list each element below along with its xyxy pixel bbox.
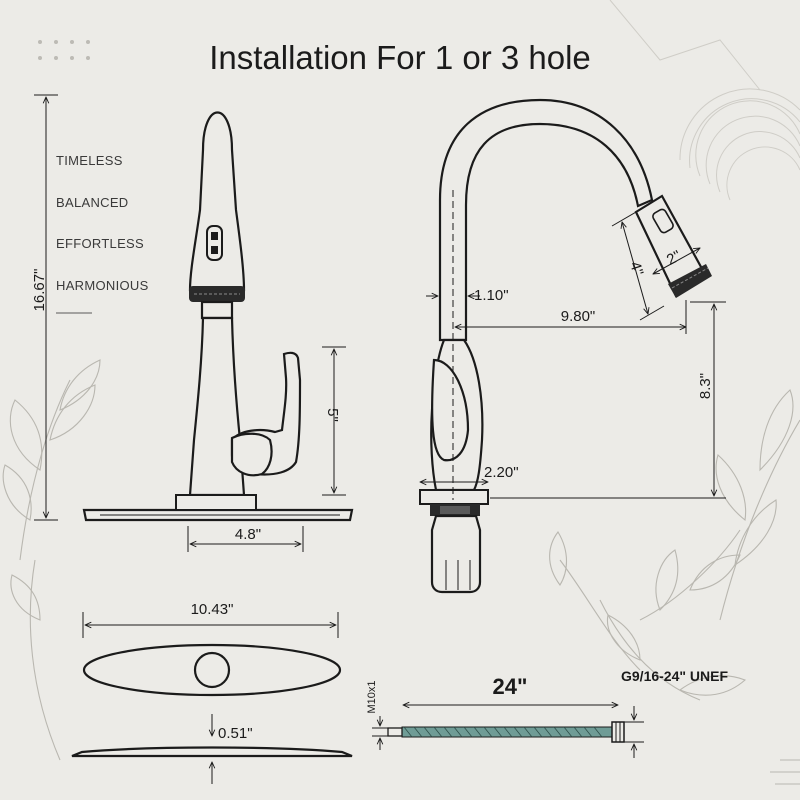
dot-grid-icon bbox=[38, 40, 90, 60]
leaf-left-decoration bbox=[2, 359, 101, 761]
keyword-balanced: BALANCED bbox=[56, 195, 128, 210]
deck-plate-views: 10.43" 0.51" bbox=[71, 601, 353, 784]
hose-thread-right-label: G9/16-24" UNEF bbox=[621, 668, 728, 684]
deck-plate-side-view bbox=[71, 746, 353, 758]
spray-button-icon bbox=[206, 225, 223, 261]
background-decoration bbox=[2, 0, 800, 785]
page-title: Installation For 1 or 3 hole bbox=[209, 39, 591, 76]
spout-reach-label: 9.80" bbox=[561, 308, 596, 325]
deck-plate-thickness-label: 0.51" bbox=[218, 725, 253, 742]
hose-length-label: 24" bbox=[493, 674, 528, 699]
spout-diameter-label: 1.10" bbox=[474, 287, 509, 304]
spray-length-dimension-line bbox=[622, 222, 648, 314]
keyword-effortless: EFFORTLESS bbox=[56, 236, 144, 251]
hose-thread-left-label: M10x1 bbox=[366, 680, 378, 713]
base-diameter-label: 2.20" bbox=[484, 464, 519, 481]
keyword-list: TIMELESS BALANCED EFFORTLESS HARMONIOUS bbox=[56, 153, 149, 314]
hose-left-fitting bbox=[387, 727, 403, 737]
base-width-label: 4.8" bbox=[235, 526, 261, 543]
handle-height-label: 5" bbox=[324, 408, 341, 422]
deck-plate-center-hole bbox=[193, 651, 231, 689]
concentric-arcs-decoration bbox=[609, 0, 800, 201]
front-view-faucet: 16.67" 5" 4.8" bbox=[31, 94, 354, 552]
mounting-shank bbox=[430, 514, 482, 594]
spray-width-dimension-line bbox=[653, 248, 700, 274]
side-lever-handle bbox=[431, 358, 470, 462]
keyword-harmonious: HARMONIOUS bbox=[56, 278, 149, 293]
supply-hose: 24" M10x1 G9/16-24" UNEF bbox=[366, 668, 728, 758]
spout-height-label: 8.3" bbox=[697, 373, 714, 399]
hose-right-nut bbox=[611, 721, 625, 743]
side-view-faucet: 1.10" 9.80" 8.3" 2.20" 4" 2" bbox=[419, 98, 726, 594]
leaf-right-decoration bbox=[549, 389, 800, 785]
gooseneck-spout bbox=[438, 98, 654, 342]
spray-head bbox=[188, 111, 246, 292]
keyword-timeless: TIMELESS bbox=[56, 153, 123, 168]
spray-length-label: 4" bbox=[626, 259, 646, 277]
side-base bbox=[419, 489, 489, 505]
total-height-label: 16.67" bbox=[31, 269, 48, 312]
deck-plate-width-label: 10.43" bbox=[191, 601, 234, 618]
